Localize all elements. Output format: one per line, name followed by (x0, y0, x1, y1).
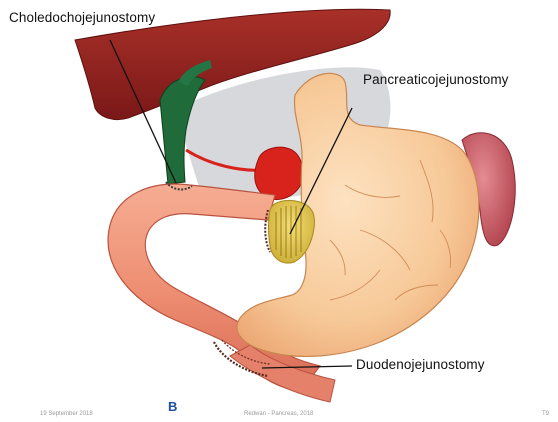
panel-letter: B (168, 399, 177, 414)
label-duodenojejunostomy: Duodenojejunostomy (356, 357, 485, 372)
vessel-cluster (255, 147, 303, 199)
footer-page: T9 (542, 411, 549, 417)
label-pancreaticojejunostomy: Pancreaticojejunostomy (363, 72, 509, 87)
footer-date: 19 September 2018 (40, 411, 93, 417)
footer-author: Redwan - Pancreas, 2018 (244, 411, 313, 417)
label-choledochojejunostomy: Choledochojejunostomy (9, 10, 155, 25)
